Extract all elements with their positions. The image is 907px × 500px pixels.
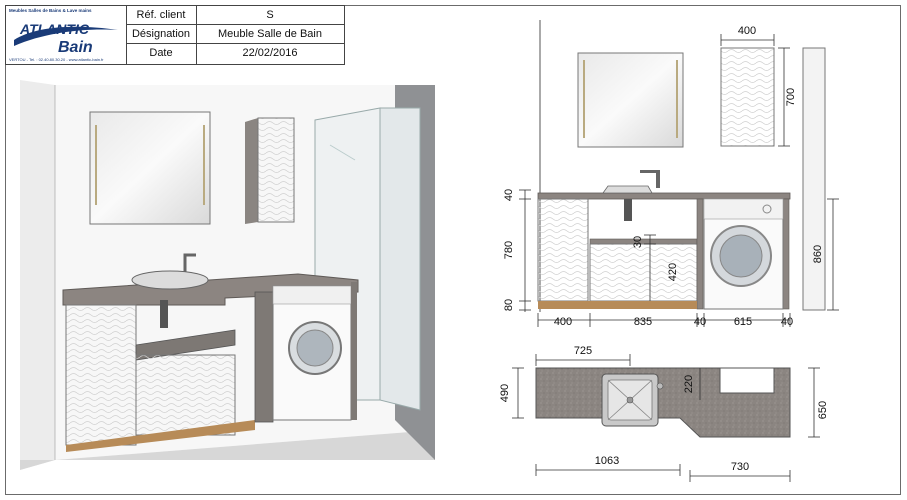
perspective-view (20, 80, 435, 470)
dim-top-thickness: 40 (503, 189, 515, 201)
dim-plinth: 80 (503, 299, 515, 311)
dim-length-left: 1063 (595, 455, 619, 467)
left-wall (20, 80, 55, 470)
dim-depth-right: 650 (817, 401, 829, 419)
logo: Meubles Salles de Bains & Lave mains ATL… (6, 6, 127, 64)
dim-shelf-thickness: 30 (632, 236, 644, 248)
logo-brand-line2: Bain (58, 39, 93, 56)
dim-w-middle: 835 (634, 316, 652, 328)
dim-w-left: 400 (554, 316, 572, 328)
dim-under-height: 780 (503, 241, 515, 259)
wall-cabinet-elevation (720, 47, 775, 147)
logo-mark: ATLANTIC Bain (14, 21, 118, 56)
floor (20, 430, 435, 470)
dim-cabinet-width: 400 (738, 25, 756, 37)
logo-brand-line1: ATLANTIC (19, 21, 90, 37)
logo-contact: VERTOU - Tel. : 02.40.80.30.20 - www.atl… (9, 57, 104, 62)
mirror-3d (89, 111, 211, 225)
dim-shelf-height: 420 (667, 263, 679, 281)
wall-cabinet-3d (257, 117, 295, 223)
worktop-elevation (537, 192, 791, 200)
designation-label: Désignation (126, 25, 197, 43)
date-row: Date 22/02/2016 (126, 44, 344, 64)
plinth-3d (66, 420, 255, 452)
dim-w-gap1: 40 (694, 316, 706, 328)
plinth-elevation (538, 301, 697, 309)
sink-3d (131, 270, 209, 290)
mirror-elevation (577, 52, 684, 148)
date-label: Date (126, 44, 197, 64)
dim-sink-offset: 725 (574, 345, 592, 357)
dim-length-right: 730 (731, 461, 749, 473)
dim-sink-to-cutout: 220 (683, 375, 695, 393)
drawer-elevation (589, 243, 698, 302)
client-label: Réf. client (126, 6, 197, 24)
dim-w-gap2: 40 (781, 316, 793, 328)
wall-cabinet-side (245, 118, 258, 224)
left-cabinet-3d (65, 304, 137, 446)
plan-view: 725 490 220 650 1063 730 (499, 345, 829, 482)
designation-value: Meuble Salle de Bain (218, 28, 322, 40)
client-row: Réf. client S (126, 6, 344, 25)
dim-w-washer: 615 (734, 316, 752, 328)
drawer-3d (135, 354, 236, 436)
left-cabinet-elevation (537, 198, 589, 302)
column-elevation (802, 47, 826, 311)
dim-cabinet-height: 700 (785, 88, 797, 106)
date-value: 22/02/2016 (242, 47, 298, 59)
designation-row: Désignation Meuble Salle de Bain (126, 25, 344, 44)
logo-tagline: Meubles Salles de Bains & Lave mains (9, 8, 92, 13)
sheet-frame (5, 5, 901, 495)
cutout-plan (719, 367, 775, 394)
sink-elevation (602, 185, 653, 194)
title-block: Meubles Salles de Bains & Lave mains ATL… (5, 5, 345, 65)
dim-column-height: 860 (812, 245, 824, 263)
client-value: S (266, 9, 274, 21)
front-elevation: 400 835 40 615 40 400 700 40 (503, 20, 839, 328)
dim-depth-left: 490 (499, 384, 511, 402)
